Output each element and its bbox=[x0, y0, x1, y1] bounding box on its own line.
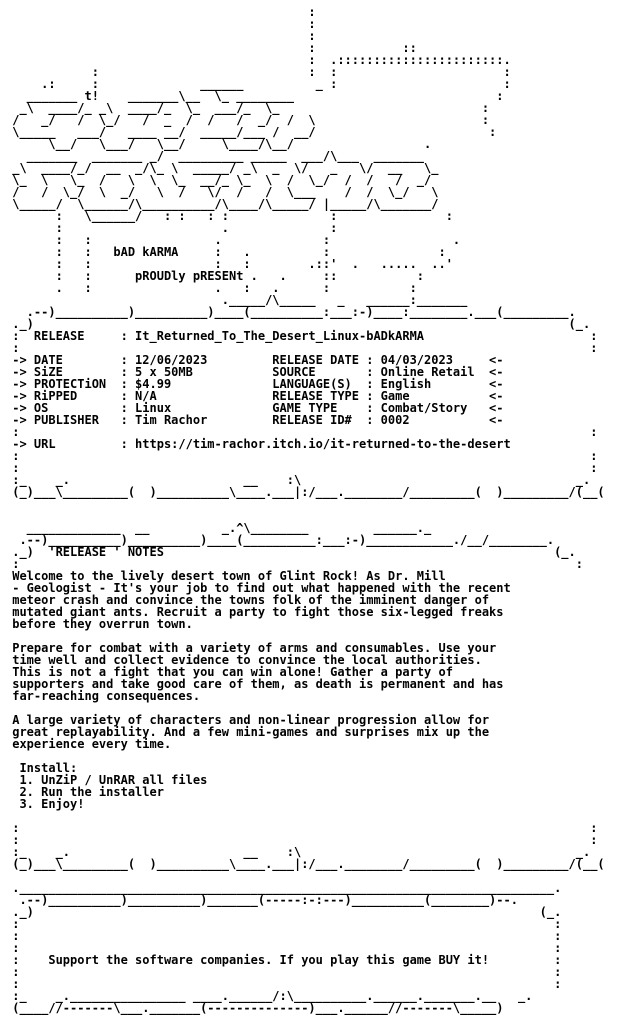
nfo-line: : Support the software companies. If you… bbox=[5, 953, 562, 967]
nfo-line: (_)___\_________( )__________\____.___|:… bbox=[5, 485, 605, 499]
nfo-line: : : bbox=[5, 557, 583, 571]
nfo-line: _\ ____/_/ __ _/\_ \ _____/ _\ _ \/ _ \/… bbox=[5, 161, 439, 175]
nfo-line bbox=[5, 750, 605, 762]
nfo-line: : : bbox=[5, 977, 562, 991]
nfo-line: before they overrun town. bbox=[5, 617, 193, 631]
nfo-line: ._) (_. bbox=[5, 905, 562, 919]
nfo-line: :_ _. __ :\ _. bbox=[5, 845, 591, 859]
nfo-line: -> RiPPED : N/A RELEASE TYPE : Game <- bbox=[5, 389, 504, 403]
nfo-line: mutated giant ants. Recruit a party to f… bbox=[5, 605, 504, 619]
nfo-line: : : bbox=[5, 917, 562, 931]
nfo-line: : .:::::::::::::::::::::::. bbox=[5, 53, 511, 67]
nfo-line: .--)__________)__________)_______(-----:… bbox=[5, 893, 518, 907]
nfo-line: . : . : . : : bbox=[5, 281, 417, 295]
nfo-line: - Geologist - It's your job to find out … bbox=[5, 581, 511, 595]
nfo-line: ._) (_. bbox=[5, 317, 591, 331]
nfo-line: -> PUBLISHER : Tim Rachor RELEASE ID# : … bbox=[5, 413, 504, 427]
nfo-line: : : bbox=[5, 965, 562, 979]
nfo-line: : : bbox=[5, 449, 598, 463]
nfo-line: ._______________________________________… bbox=[5, 881, 562, 895]
nfo-line: Welcome to the lively desert town of Gli… bbox=[5, 569, 446, 583]
nfo-line: .: : ______ _ : : bbox=[5, 77, 511, 91]
nfo-line: 2. Run the installer bbox=[5, 785, 164, 799]
nfo-line: : bbox=[5, 5, 316, 19]
nfo-line: 1. UnZiP / UnRAR all files bbox=[5, 773, 208, 787]
nfo-line: :_ _. __ :\ _. bbox=[5, 473, 591, 487]
nfo-line: : : . : . bbox=[5, 233, 461, 247]
nfo-line: _____________ __ _.^\________ ______._ bbox=[5, 521, 432, 535]
nfo-line: : : bbox=[5, 461, 598, 475]
nfo-line: ._____/\_____ _ ______:_______ bbox=[5, 293, 468, 307]
nfo-line: : bbox=[5, 29, 316, 43]
nfo-line: : : pROUDly pRESENt . . :: : bbox=[5, 269, 425, 283]
nfo-line: _\ ____/_ _\ ____/_ \_ ___/_ \_ : bbox=[5, 101, 490, 115]
nfo-line: : : : : bbox=[5, 65, 511, 79]
nfo-line: : : bbox=[5, 833, 598, 847]
nfo-line: -> OS : Linux GAME TYPE : Combat/Story <… bbox=[5, 401, 504, 415]
nfo-line: This is not a fight that you can win alo… bbox=[5, 665, 453, 679]
nfo-line: \_____ ___/ ____ __/ _____/___ / __/ : bbox=[5, 125, 497, 139]
nfo-line: far-reaching consequences. bbox=[5, 689, 201, 703]
nfo-line: : bbox=[5, 17, 316, 31]
nfo-line: \_ \ \_ / \ \ \_ __/_ \_ \ / \_/ / / / _… bbox=[5, 173, 432, 187]
nfo-line: supporters and take good care of them, a… bbox=[5, 677, 504, 691]
nfo-line: / / \_/ \ _/ \ / \/ / / \___ / / \_/ \ bbox=[5, 185, 439, 199]
nfo-line: : \______/ : : : : : : bbox=[5, 209, 453, 223]
nfo-line: great replayability. And a few mini-game… bbox=[5, 725, 490, 739]
nfo-text-block: : : : : :: : .:::::::::: bbox=[5, 5, 605, 1015]
nfo-line: -> PROTECTiON : $4.99 LANGUAGE(S) : Engl… bbox=[5, 377, 504, 391]
nfo-line: -> SiZE : 5 x 50MB SOURCE : Online Retai… bbox=[5, 365, 504, 379]
nfo-line: _______ _______ _/ _________ _____ ___/\… bbox=[5, 149, 425, 163]
nfo-line: : : bbox=[5, 929, 562, 943]
nfo-line: : RELEASE : It_Returned_To_The_Desert_Li… bbox=[5, 329, 598, 343]
nfo-line: : : bAD kARMA : . : : bbox=[5, 245, 446, 259]
nfo-line: (_)___\_________( )__________\____.___|:… bbox=[5, 857, 605, 871]
nfo-line: : : : : .::' . ..... ..' bbox=[5, 257, 453, 271]
nfo-line: .--)__________)__________)____(_________… bbox=[5, 533, 555, 547]
nfo-line: (____//-------\___._______(-------------… bbox=[5, 1001, 504, 1015]
nfo-line: :_ _.________________ ____.______/:\____… bbox=[5, 989, 533, 1003]
nfo-line: : : bbox=[5, 821, 598, 835]
nfo-line: experience every time. bbox=[5, 737, 172, 751]
nfo-line: : : bbox=[5, 341, 598, 355]
nfo-line bbox=[5, 498, 605, 510]
nfo-line: Install: bbox=[5, 761, 78, 775]
nfo-line: 3. Enjoy! bbox=[5, 797, 85, 811]
nfo-line: / _/ / \_/ / _ / / / _/ / \ : bbox=[5, 113, 490, 127]
nfo-line: ._) 'RELEASE ' NOTES (_. bbox=[5, 545, 576, 559]
nfo-line: .--)__________)__________)____(_________… bbox=[5, 305, 576, 319]
nfo-line: -> DATE : 12/06/2023 RELEASE DATE : 04/0… bbox=[5, 353, 504, 367]
nfo-line: _______ t! _______\__ \_ ________ : bbox=[5, 89, 504, 103]
nfo-line: : : bbox=[5, 941, 562, 955]
nfo-line: \__/ \___/ \__/ \____/\__/ . bbox=[5, 137, 432, 151]
nfo-line: : : bbox=[5, 425, 598, 439]
nfo-line: time well and collect evidence to convin… bbox=[5, 653, 482, 667]
nfo-line: : :: bbox=[5, 41, 417, 55]
nfo-line: \_____/ \______/\__________/\____/\_____… bbox=[5, 197, 439, 211]
nfo-line: : . : bbox=[5, 221, 338, 235]
nfo-line: -> URL : https://tim-rachor.itch.io/it-r… bbox=[5, 437, 511, 451]
nfo-line: Prepare for combat with a variety of arm… bbox=[5, 641, 497, 655]
nfo-line: A large variety of characters and non-li… bbox=[5, 713, 490, 727]
nfo-line: meteor crash and convince the towns folk… bbox=[5, 593, 490, 607]
